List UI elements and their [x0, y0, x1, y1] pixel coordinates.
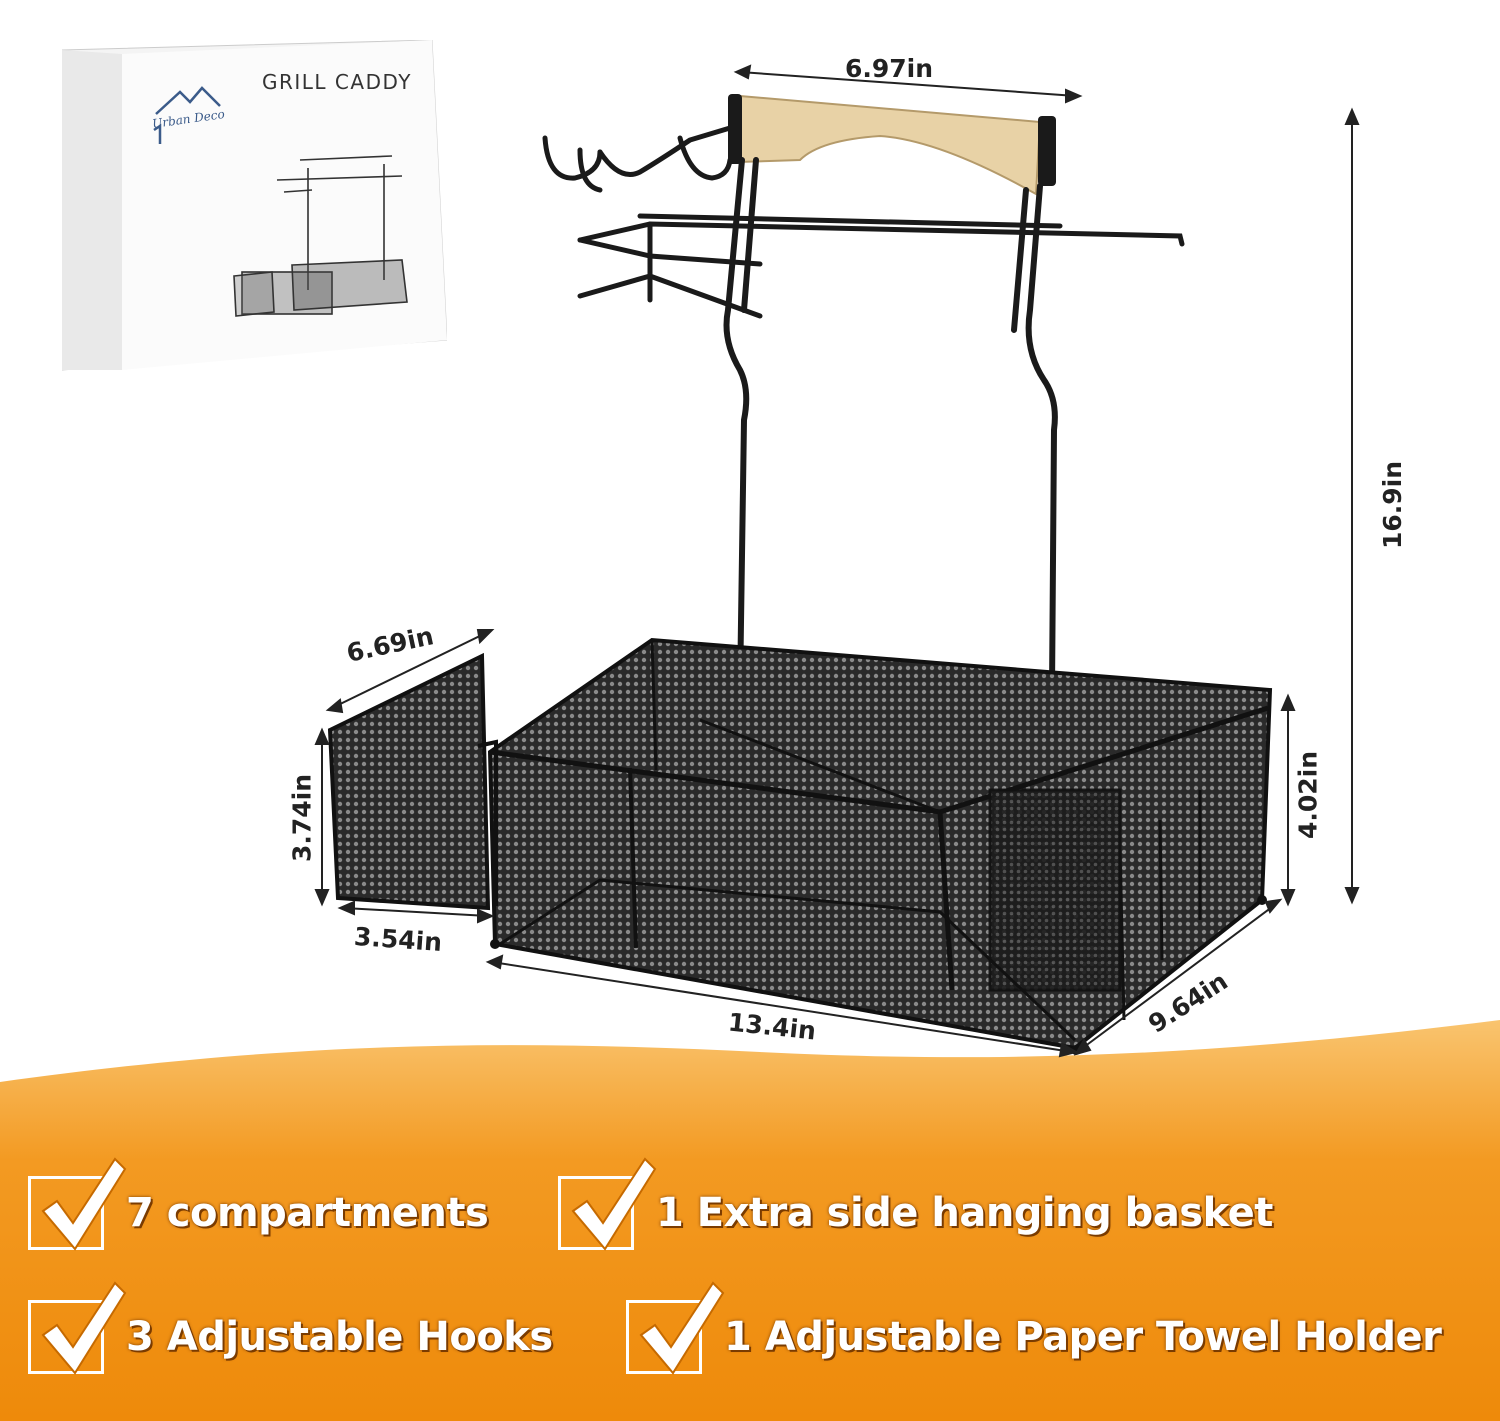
box-title: GRILL CADDY [262, 70, 413, 94]
house-logo-icon [153, 86, 221, 144]
checkbox-frame [626, 1281, 725, 1375]
checkbox-frame [28, 1281, 127, 1375]
feature-item: 3 Adjustable Hooks [28, 1281, 553, 1375]
dimension-handle-width: 6.97in [845, 54, 934, 83]
feature-label: 1 Adjustable Paper Towel Holder [724, 1314, 1442, 1360]
feature-label: 3 Adjustable Hooks [126, 1314, 553, 1360]
checkbox-frame [28, 1157, 127, 1251]
feature-label: 1 Extra side hanging basket [656, 1190, 1273, 1236]
main-tray [487, 637, 1273, 1055]
feature-item: 1 Extra side hanging basket [558, 1157, 1273, 1251]
dimension-basket-width: 3.54in [353, 921, 443, 958]
feature-item: 7 compartments [28, 1157, 489, 1251]
product-box [62, 40, 447, 371]
checkbox-frame [558, 1157, 657, 1251]
hooks [542, 125, 733, 193]
check-icon [41, 1157, 127, 1251]
side-basket [327, 652, 498, 911]
dimension-lines [314, 64, 1360, 1058]
check-icon [639, 1281, 725, 1375]
dimension-total-height: 16.9in [1378, 460, 1407, 550]
dimension-tray-height: 4.02in [1293, 750, 1323, 840]
feature-item: 1 Adjustable Paper Towel Holder [626, 1281, 1442, 1375]
feature-label: 7 compartments [126, 1190, 489, 1236]
check-icon [571, 1157, 657, 1251]
dimension-basket-height: 3.74in [287, 773, 317, 863]
wooden-handle [736, 94, 1042, 196]
paper-towel-holder [577, 213, 1185, 319]
frame-uprights [723, 157, 1058, 693]
check-icon [41, 1281, 127, 1375]
